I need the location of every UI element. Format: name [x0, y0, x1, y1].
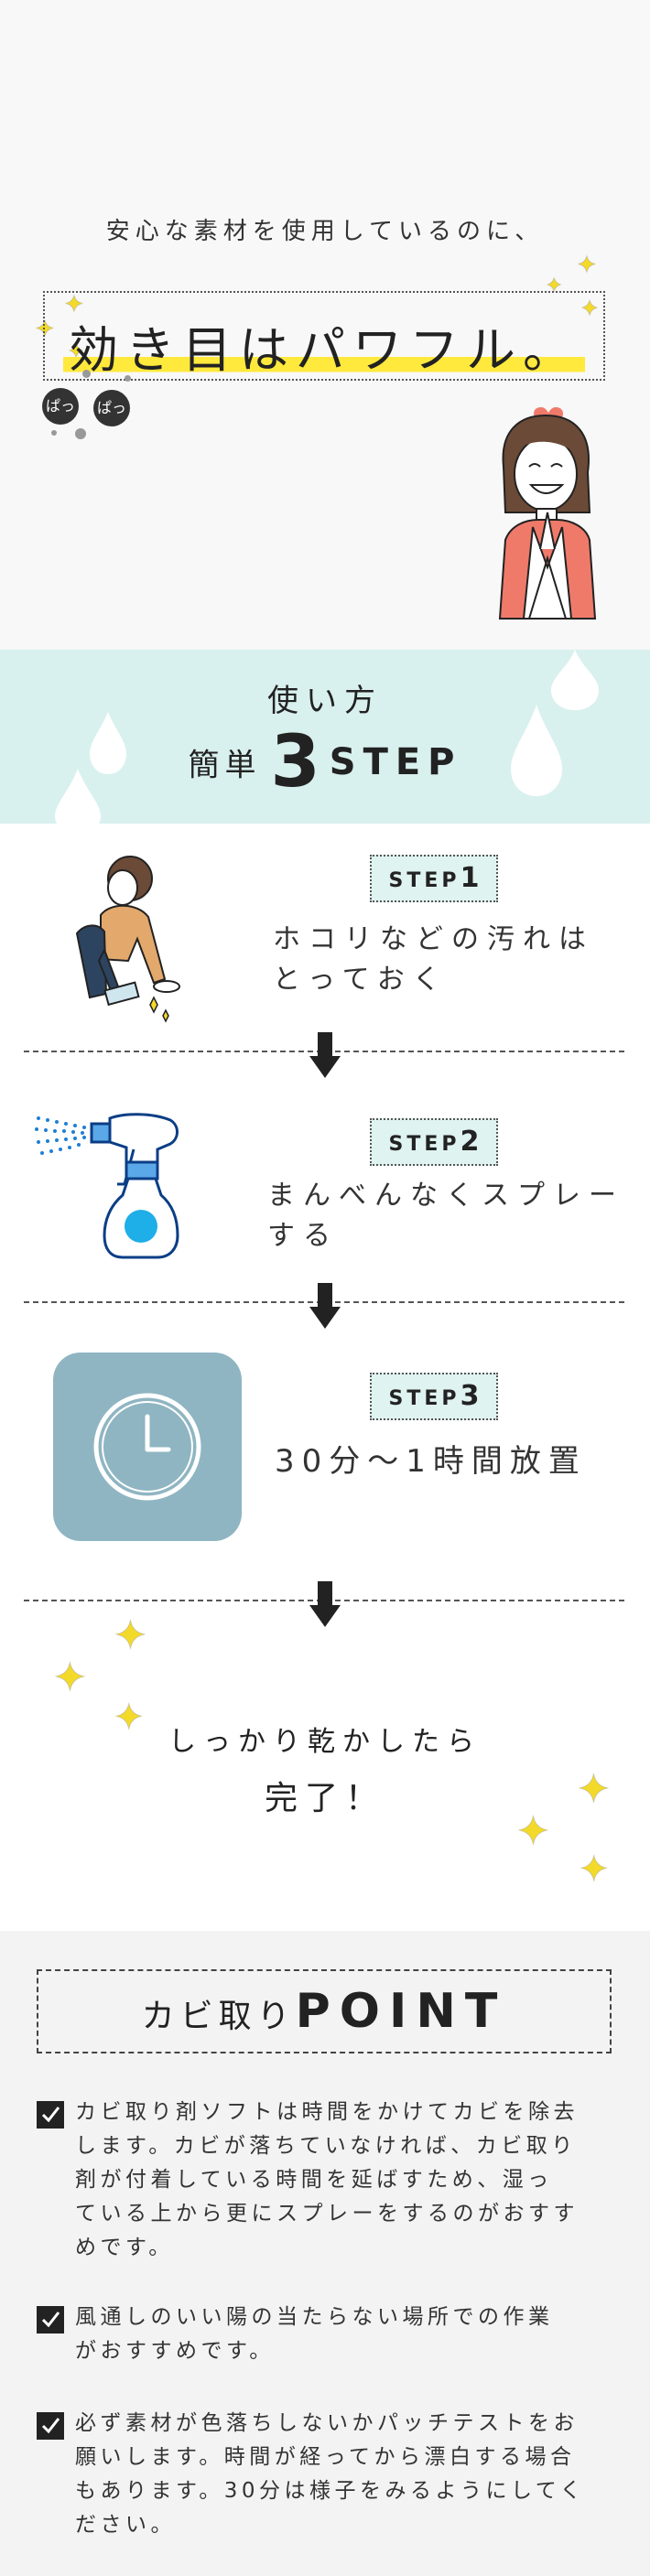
cleaning-woman-illustration: [75, 856, 180, 1023]
point-title-ja: カビ取り: [141, 1998, 296, 2035]
hero-title-box: 効き目はパワフル。: [43, 291, 605, 381]
step-3-text: 30分〜1時間放置: [275, 1443, 587, 1480]
point-section: カビ取りPOINT カビ取り剤ソフトは時間をかけてカビを除去 します。カビが落ち…: [0, 1931, 650, 2576]
point-title-box: カビ取りPOINT: [37, 1969, 612, 2053]
check-icon: [37, 2101, 64, 2129]
water-drop-icon: [551, 650, 599, 710]
check-icon: [37, 2306, 64, 2333]
arrow-down-icon: [309, 1283, 341, 1329]
point-item-text: 必ず素材が色落ちしないかパッチテストをお 願いします。時間が経ってから漂白する場…: [75, 2411, 586, 2537]
hero-section: 安心な素材を使用しているのに、 ✦ ✦ ✦ ✦ ✦ ✦ 効き目はパワフル。 ぱっ…: [0, 0, 650, 650]
dust-dot: [75, 428, 86, 439]
point-title-en: POINT: [295, 1984, 507, 2039]
finish-line-1: しっかり乾かしたら: [168, 1726, 482, 1758]
sparkle-icon: ✦: [64, 291, 84, 318]
step-1-label: STEP1: [370, 855, 498, 902]
water-drop-icon: [90, 712, 126, 774]
sparkle-icon: ✦: [516, 1808, 550, 1855]
water-drop-icon: [511, 705, 562, 796]
spray-bottle-illustration: [35, 1113, 179, 1259]
arrow-down-icon: [309, 1581, 341, 1627]
point-item-text: 風通しのいい陽の当たらない場所での作業 がおすすめです。: [75, 2305, 554, 2363]
easy-label: 簡単: [188, 747, 262, 784]
step-2-label: STEP2: [370, 1118, 498, 1166]
step-word: STEP: [329, 741, 462, 783]
sparkle-icon: ✦: [577, 252, 597, 279]
sparkle-icon: ✦: [580, 296, 600, 321]
sparkle-icon: ✦: [579, 1848, 610, 1891]
sparkle-icon: ✦: [53, 1654, 87, 1701]
step-count: 3: [270, 721, 320, 803]
dust-dot: [51, 430, 57, 436]
point-item-text: カビ取り剤ソフトは時間をかけてカビを除去 します。カビが落ちていなければ、カビ取…: [75, 2100, 579, 2259]
burst-badge: ぱっ: [42, 388, 79, 425]
hero-subtitle: 安心な素材を使用しているのに、: [105, 218, 545, 245]
sparkle-icon: ✦: [114, 1612, 147, 1659]
step-1-text: ホコリなどの汚れは とっておく: [273, 923, 594, 996]
step-3-label: STEP3: [370, 1373, 498, 1420]
burst-badge: ぱっ: [93, 390, 130, 426]
step-2-text: まんべんなくスプレー する: [267, 1180, 624, 1252]
dust-dot: [125, 375, 131, 382]
clock-icon: [53, 1353, 242, 1541]
sparkle-icon: ✦: [577, 1766, 611, 1813]
hero-title: 効き目はパワフル。: [63, 321, 585, 379]
arrow-down-icon: [309, 1032, 341, 1078]
woman-illustration: [498, 414, 597, 620]
water-drop-icon: [55, 769, 101, 824]
finish-line-2: 完了！: [264, 1780, 385, 1817]
check-icon: [37, 2412, 64, 2440]
sparkle-icon: ✦: [114, 1697, 145, 1739]
dust-dot: [82, 370, 91, 378]
how-to-title: 使い方: [267, 683, 383, 719]
